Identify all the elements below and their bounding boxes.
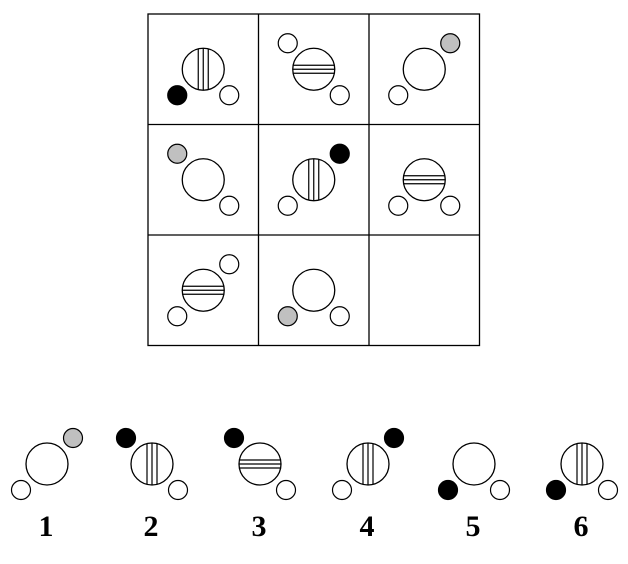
option-3-dot-bottom-right-white bbox=[275, 479, 297, 501]
cell-2-1-dot-bottom-right-white bbox=[219, 195, 240, 216]
option-4-dot-bottom-left-white bbox=[331, 479, 353, 501]
option-5-dot-bottom-left-black bbox=[437, 479, 459, 501]
option-label-6[interactable]: 6 bbox=[573, 510, 589, 543]
cell-1-2-dot-bottom-right-white bbox=[329, 85, 350, 106]
option-2-dot-top-left-black bbox=[115, 427, 137, 449]
cell-2-2-figure bbox=[277, 143, 350, 216]
cell-2-2-dot-bottom-left-white bbox=[277, 195, 298, 216]
cell-2-2-dot-top-right-black bbox=[329, 143, 350, 164]
option-1-dot-top-right-gray bbox=[62, 427, 84, 449]
cell-2-1-dot-top-left-gray bbox=[167, 143, 188, 164]
cell-2-3-dot-bottom-right-white bbox=[440, 195, 461, 216]
answer-options bbox=[10, 427, 619, 501]
cell-1-1-figure bbox=[167, 47, 240, 106]
cell-1-3-figure bbox=[388, 33, 461, 106]
cell-1-3-dot-bottom-left-white bbox=[388, 85, 409, 106]
option-1-figure bbox=[10, 427, 84, 501]
cell-3-1-dot-bottom-left-white bbox=[167, 306, 188, 327]
cell-2-1-figure bbox=[167, 143, 240, 216]
option-4-dot-top-right-black bbox=[383, 427, 405, 449]
cell-3-2-dot-bottom-right-white bbox=[329, 306, 350, 327]
cell-1-1-dot-bottom-right-white bbox=[219, 85, 240, 106]
option-3-figure bbox=[223, 427, 297, 501]
empty-answer-cell bbox=[370, 236, 479, 345]
option-1-big-circle bbox=[25, 442, 69, 486]
cell-3-2-figure bbox=[277, 268, 350, 327]
option-label-3[interactable]: 3 bbox=[251, 510, 267, 543]
option-5-dot-bottom-right-white bbox=[489, 479, 511, 501]
cell-3-1-figure bbox=[167, 254, 240, 327]
matrix-grid bbox=[147, 13, 481, 347]
cell-3-2-dot-bottom-left-gray bbox=[277, 306, 298, 327]
cell-1-1-dot-bottom-left-black bbox=[167, 85, 188, 106]
cell-1-3-dot-top-right-gray bbox=[440, 33, 461, 54]
option-label-5[interactable]: 5 bbox=[465, 510, 481, 543]
cell-3-1-dot-top-right-white bbox=[219, 254, 240, 275]
option-label-4[interactable]: 4 bbox=[359, 510, 375, 543]
option-4-figure bbox=[331, 427, 405, 501]
option-3-dot-top-left-black bbox=[223, 427, 245, 449]
cell-2-1-big-circle bbox=[181, 158, 225, 202]
cell-2-3-figure bbox=[388, 158, 461, 216]
cell-1-3-big-circle bbox=[402, 47, 446, 91]
cell-2-3-dot-bottom-left-white bbox=[388, 195, 409, 216]
cell-3-2-big-circle bbox=[292, 268, 336, 312]
cell-1-2-dot-top-left-white bbox=[277, 33, 298, 54]
option-6-dot-bottom-left-black bbox=[545, 479, 567, 501]
option-5-figure bbox=[437, 442, 511, 501]
option-label-1[interactable]: 1 bbox=[38, 510, 54, 543]
cell-1-2-figure bbox=[277, 33, 350, 106]
option-1-dot-bottom-left-white bbox=[10, 479, 32, 501]
option-6-figure bbox=[545, 442, 619, 501]
option-6-dot-bottom-right-white bbox=[597, 479, 619, 501]
option-5-big-circle bbox=[452, 442, 496, 486]
option-2-figure bbox=[115, 427, 189, 501]
option-2-dot-bottom-right-white bbox=[167, 479, 189, 501]
option-label-2[interactable]: 2 bbox=[143, 510, 159, 543]
